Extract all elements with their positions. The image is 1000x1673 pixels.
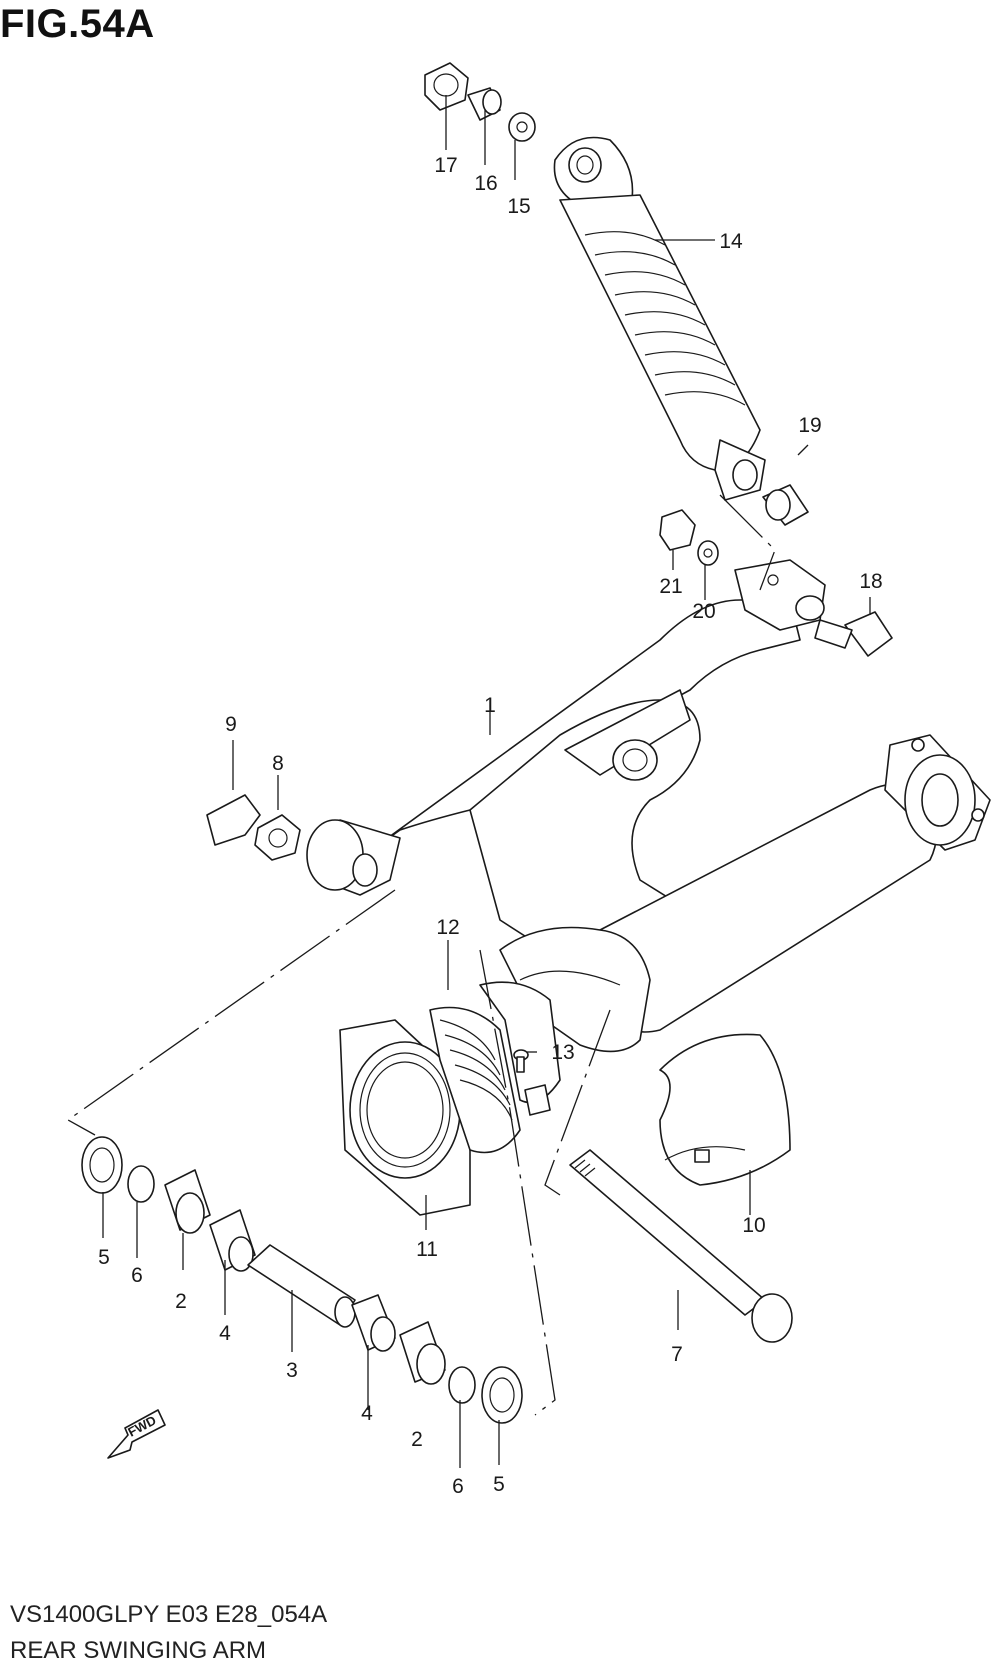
- swing-arm: [306, 559, 991, 1053]
- part-label-8: 8: [272, 752, 284, 775]
- part-label-5b: 5: [493, 1473, 505, 1496]
- rubber-boot: [339, 1006, 521, 1216]
- lower-washer: [697, 540, 719, 566]
- part-label-2b: 2: [411, 1428, 423, 1451]
- part-label-13: 13: [551, 1041, 574, 1064]
- assembly-line-boot: [479, 949, 556, 1416]
- needle-bearing: [164, 1169, 211, 1234]
- part-label-6a: 6: [131, 1264, 143, 1287]
- oil-seal: [81, 1136, 123, 1194]
- part-label-19: 19: [798, 414, 821, 437]
- upper-nut: [424, 62, 469, 111]
- figure-title: FIG.54A: [0, 2, 155, 46]
- pivot-spacer: [247, 1244, 356, 1328]
- part-label-17: 17: [434, 154, 457, 177]
- part-label-1: 1: [484, 694, 496, 717]
- needle-bearing-2: [399, 1321, 446, 1385]
- lower-nut: [659, 509, 696, 551]
- part-label-7: 7: [671, 1343, 683, 1366]
- part-label-6b: 6: [452, 1475, 464, 1498]
- part-label-4a: 4: [219, 1322, 231, 1345]
- part-label-2a: 2: [175, 1290, 187, 1313]
- thrust-washer: [127, 1165, 155, 1203]
- pivot-nut: [254, 814, 301, 861]
- fwd-arrow-icon: FWD: [107, 1409, 166, 1459]
- part-label-5a: 5: [98, 1246, 110, 1269]
- pivot-shaft: [569, 1149, 793, 1343]
- part-label-11: 11: [416, 1238, 438, 1261]
- part-labels: 1 2 2 3 4 4 5 5 6 6 7 8 9 10 11 12 13 14…: [98, 154, 883, 1498]
- lower-spacer: [762, 484, 809, 526]
- bearing-spacer-2: [351, 1294, 396, 1352]
- part-label-3: 3: [286, 1359, 298, 1382]
- part-label-10: 10: [742, 1214, 765, 1237]
- upper-bush: [467, 87, 502, 121]
- part-label-18: 18: [859, 570, 882, 593]
- part-label-14: 14: [719, 230, 743, 253]
- screw: [513, 1049, 529, 1073]
- thrust-washer-2: [448, 1366, 476, 1404]
- part-label-21: 21: [659, 575, 682, 598]
- boot-clamp: [479, 981, 561, 1116]
- lower-bolt: [814, 611, 893, 657]
- part-label-4b: 4: [361, 1402, 373, 1425]
- section-name: REAR SWINGING ARM: [10, 1637, 267, 1664]
- leader-lines: [102, 95, 871, 1468]
- upper-washer: [508, 112, 536, 142]
- pivot-cap: [206, 794, 261, 846]
- part-label-20: 20: [692, 600, 715, 623]
- part-label-12: 12: [436, 916, 459, 939]
- swing-arm-cover: [659, 1033, 791, 1186]
- part-label-15: 15: [507, 195, 530, 218]
- part-label-9: 9: [225, 713, 237, 736]
- assembly-line-shaft: [544, 1009, 611, 1196]
- assembly-line-left: [66, 889, 396, 1136]
- model-code: VS1400GLPY E03 E28_054A: [10, 1601, 328, 1628]
- rear-shock-absorber: [553, 136, 766, 501]
- assembly-line-shock: [719, 494, 776, 591]
- part-label-16: 16: [474, 172, 497, 195]
- oil-seal-2: [481, 1366, 523, 1424]
- bearing-spacer: [209, 1209, 256, 1272]
